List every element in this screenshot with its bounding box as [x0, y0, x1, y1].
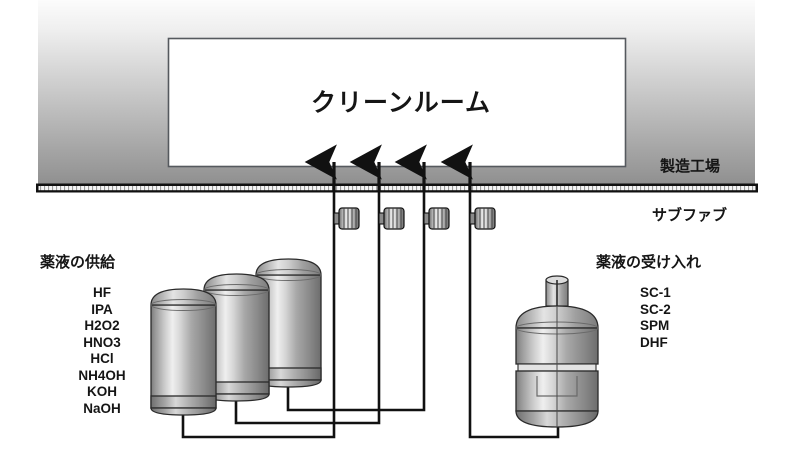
supply-chemical-6: NH4OH [78, 367, 126, 383]
receiving-vessel [515, 275, 599, 428]
supply-chemical-4: HNO3 [83, 334, 121, 350]
supply-chemical-2: IPA [91, 301, 113, 317]
riser-arrows [304, 144, 473, 192]
bellows-filter-3 [423, 207, 450, 230]
subfab-zone-label: サブファブ [652, 207, 728, 224]
receiving-chemical-3: SPM [640, 318, 670, 333]
supply-tank-1 [150, 288, 217, 416]
supply-heading: 薬液の供給 [40, 254, 116, 271]
supply-chemical-7: KOH [87, 384, 117, 399]
inline-filters [333, 207, 496, 230]
bellows-filter-4 [469, 207, 496, 230]
receiving-piping [468, 192, 560, 439]
supply-chemical-1: HF [93, 285, 111, 300]
receiving-chemical-1: SC-1 [640, 285, 671, 300]
receiving-chemical-2: SC-2 [640, 301, 671, 317]
supply-chemical-8: NaOH [83, 400, 121, 416]
cleanroom-label: クリーンルーム [311, 89, 492, 117]
receiving-chemical-4: DHF [640, 334, 668, 350]
supply-chemical-5: HCl [90, 351, 114, 366]
supply-chemical-3: H2O2 [84, 318, 120, 333]
supply-piping [181, 192, 426, 439]
bellows-filter-2 [378, 207, 405, 230]
plant-zone-label: 製造工場 [660, 158, 721, 175]
floor-slab [36, 183, 758, 193]
bellows-filter-1 [333, 207, 360, 230]
receiving-heading: 薬液の受け入れ [596, 254, 702, 271]
